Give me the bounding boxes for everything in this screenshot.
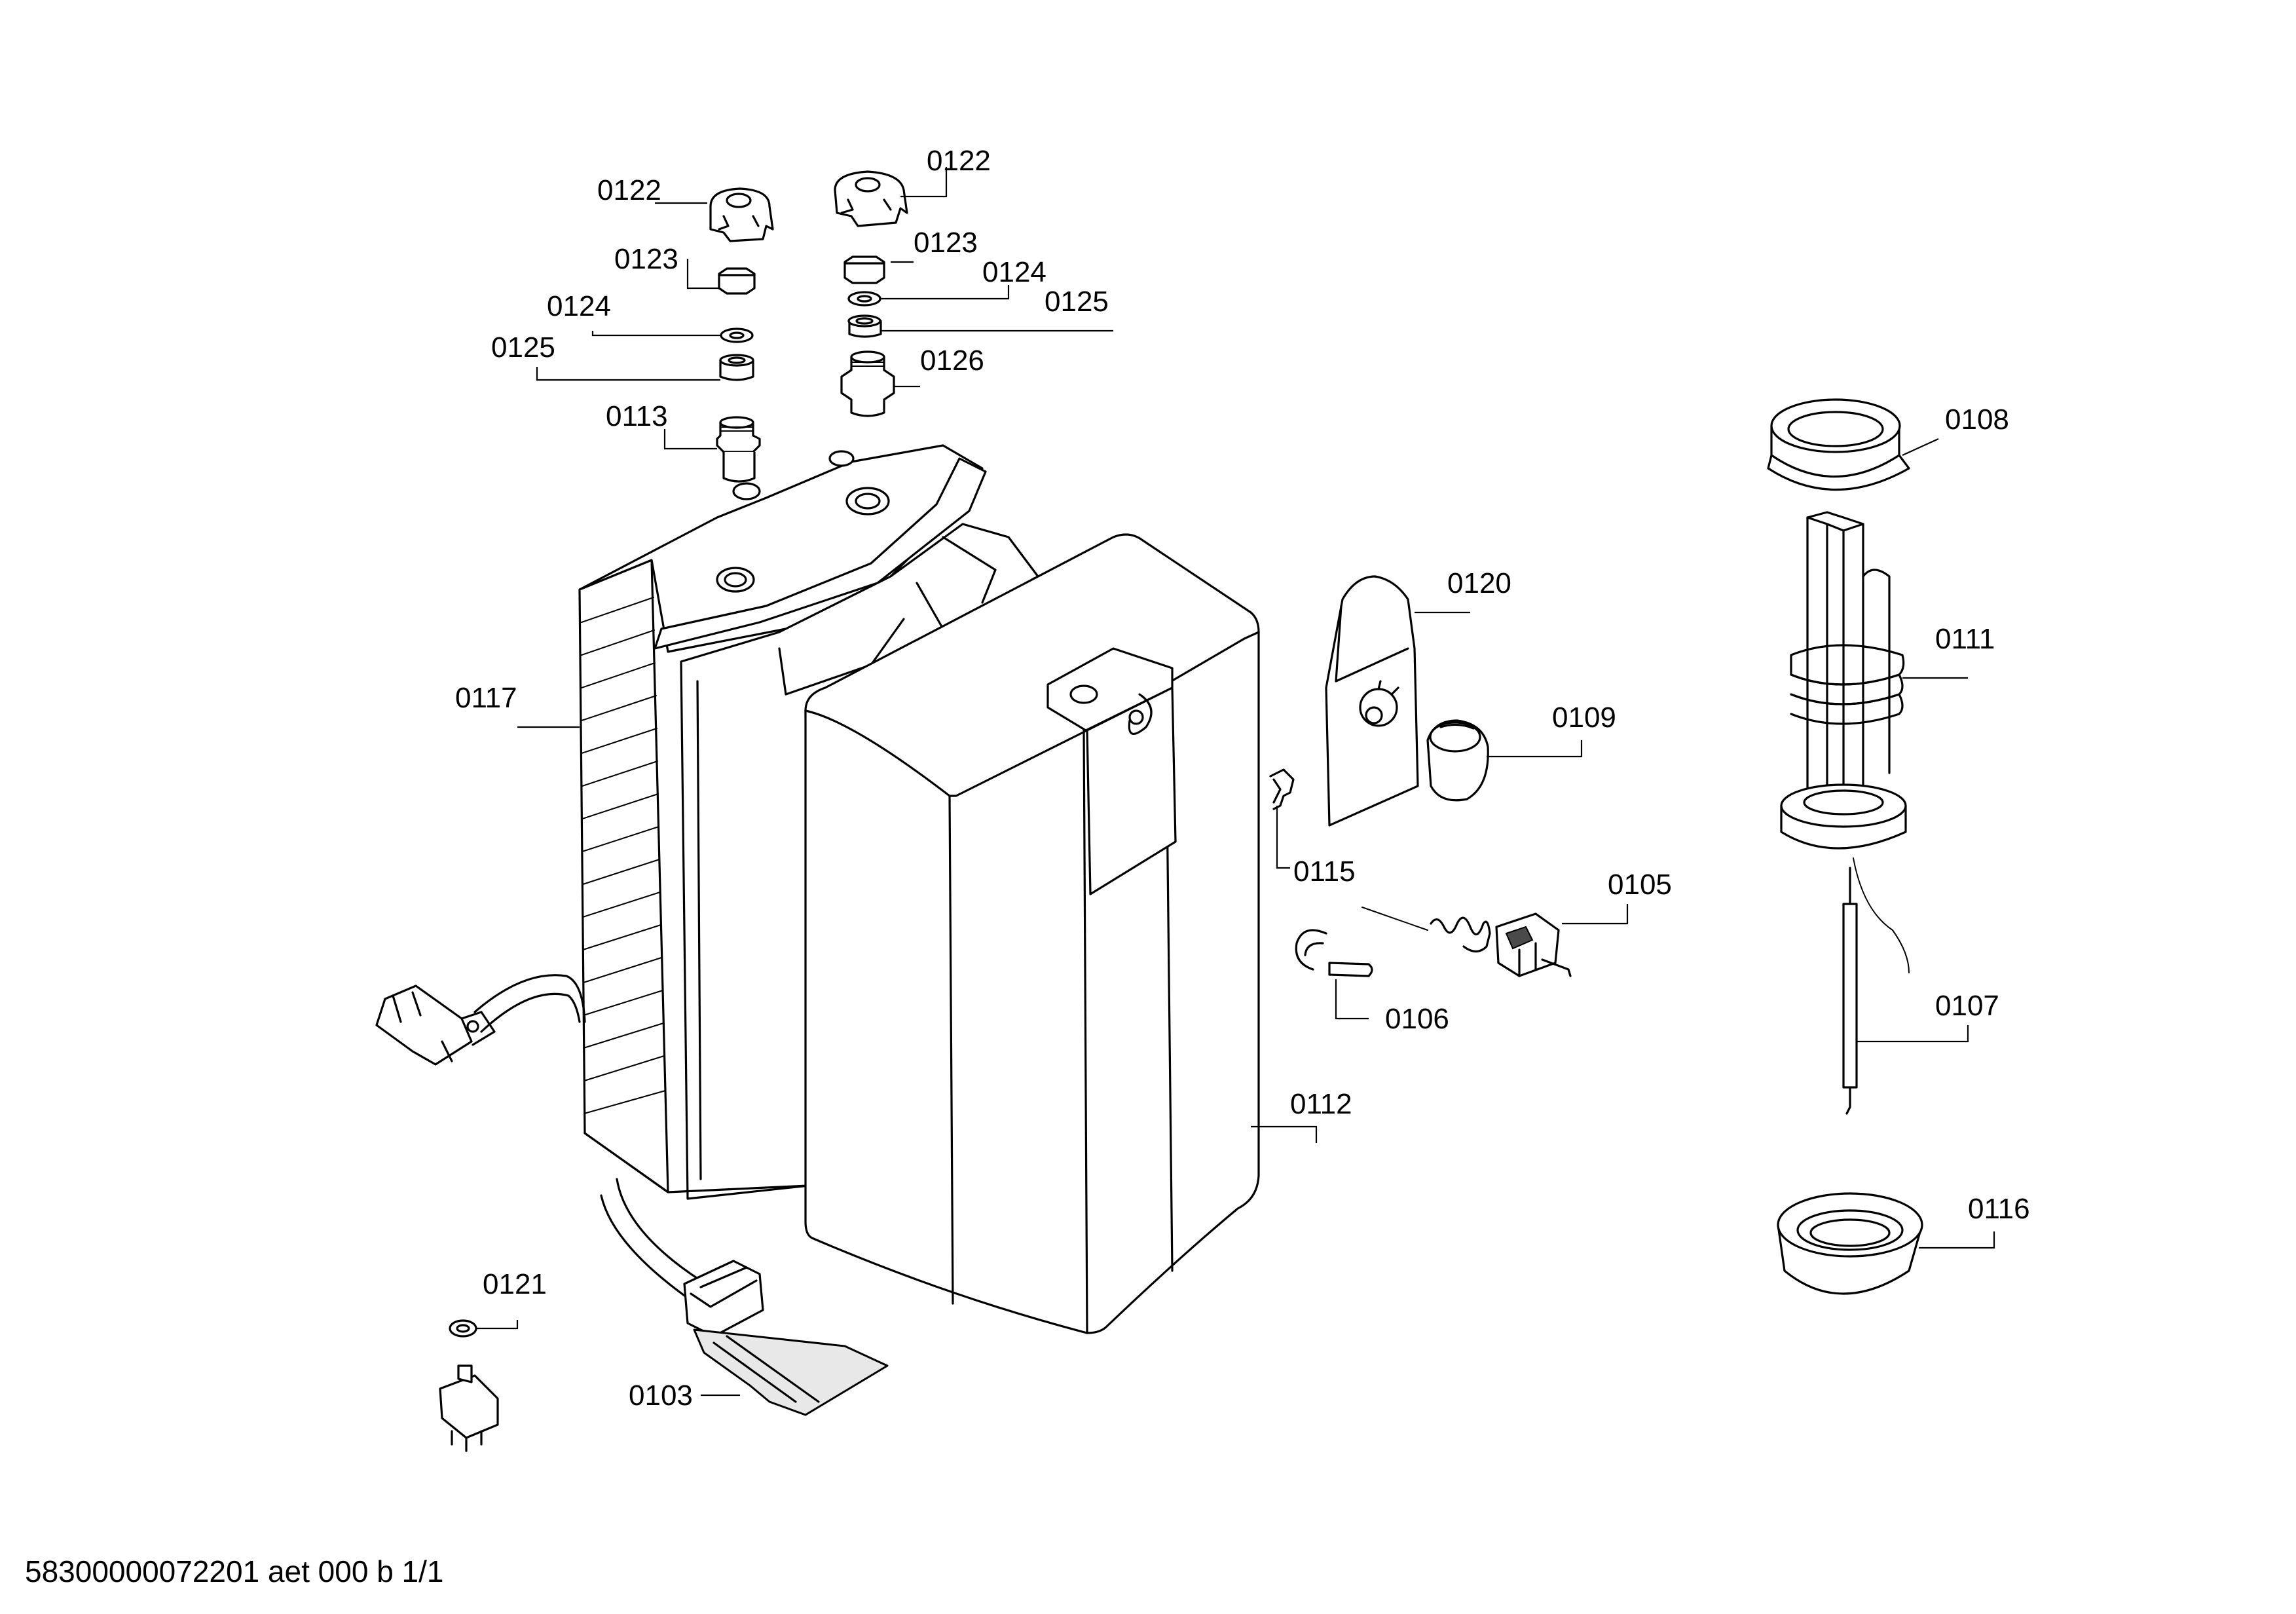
sensor-part: [1295, 929, 1373, 977]
part-label-0126: 0126: [920, 345, 984, 377]
terminal-block-part: [600, 1178, 889, 1416]
part-label-0116: 0116: [1968, 1193, 2030, 1225]
part-label-0115: 0115: [1293, 855, 1356, 888]
part-label-0113: 0113: [606, 400, 668, 432]
part-label-0112: 0112: [1290, 1088, 1352, 1120]
part-label-0106: 0106: [1385, 1003, 1449, 1035]
document-footer: 58300000072201 aet 000 b 1/1: [25, 1554, 444, 1588]
control-plate-part: [1325, 575, 1419, 827]
thermostat-part: [1361, 907, 1572, 977]
connector-stack-left: [709, 187, 774, 483]
power-cord-part: [375, 974, 586, 1066]
part-label-0124-right: 0124: [982, 256, 1046, 288]
part-label-0105: 0105: [1608, 869, 1672, 901]
part-label-0125-left: 0125: [491, 331, 555, 364]
part-label-0121: 0121: [483, 1268, 547, 1300]
part-label-0107: 0107: [1935, 990, 1999, 1022]
temperature-probe-part: [1842, 857, 1910, 1115]
top-ring-part: [1767, 398, 1910, 491]
front-cover-part: [804, 533, 1260, 1334]
part-label-0122-left: 0122: [597, 174, 661, 206]
part-label-0111: 0111: [1935, 623, 1995, 655]
control-knob-part: [1426, 719, 1489, 802]
part-labels: 0122 0122 0123 0123 0124 0124 0125 0125 …: [455, 145, 2030, 1412]
part-label-0122-right: 0122: [927, 145, 991, 177]
switch-part: [439, 1319, 499, 1452]
part-label-0117: 0117: [455, 682, 517, 714]
part-label-0108: 0108: [1945, 404, 2009, 436]
part-label-0124-left: 0124: [547, 290, 611, 322]
part-label-0103: 0103: [629, 1379, 693, 1412]
rear-housing-part: [578, 444, 1047, 1200]
part-label-0123-left: 0123: [614, 243, 678, 275]
part-label-0120: 0120: [1447, 567, 1511, 599]
connector-stack-right: [834, 170, 908, 417]
clip-part: [1269, 768, 1295, 810]
bottom-ring-part: [1777, 1192, 1923, 1295]
leader-lines: [476, 167, 1995, 1397]
part-label-0125-right: 0125: [1045, 286, 1109, 318]
heating-element-part: [1780, 511, 1907, 850]
part-label-0109: 0109: [1552, 702, 1616, 734]
part-label-0123-right: 0123: [914, 227, 978, 259]
